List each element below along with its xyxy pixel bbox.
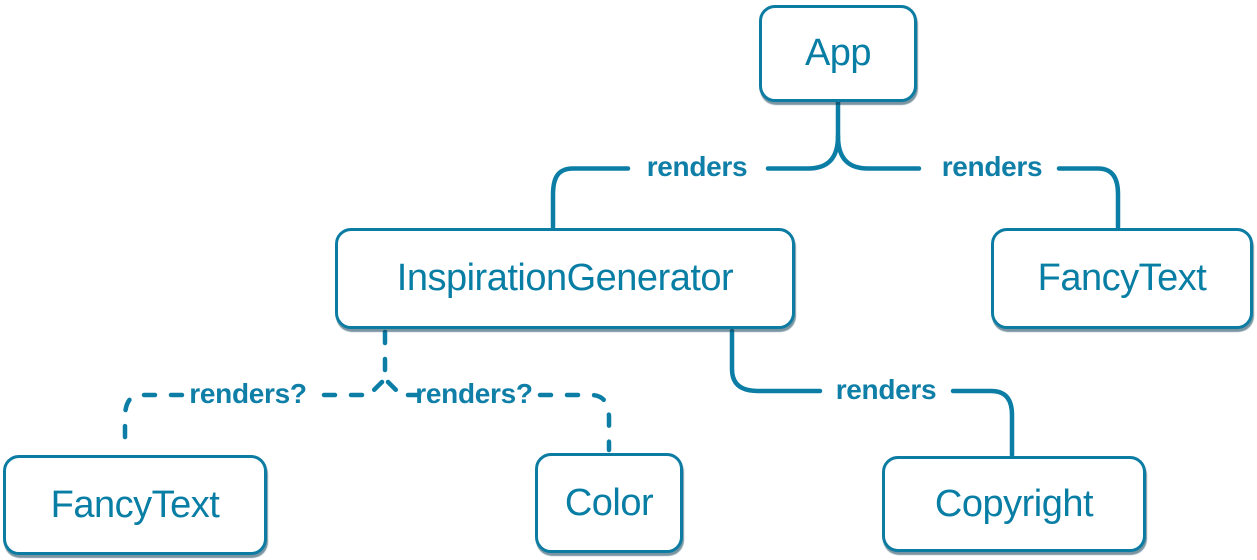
edge-app-to-inspiration-generator-line-b xyxy=(550,166,631,230)
edge-app-to-inspiration-generator-line-a xyxy=(765,99,841,171)
node-inspiration-generator: InspirationGenerator xyxy=(335,228,795,329)
edge-inspiration-generator-to-fancy-text-line-b xyxy=(122,392,185,455)
node-fancy-text-bottom: FancyText xyxy=(3,455,267,555)
node-app: App xyxy=(759,5,917,102)
node-color: Color xyxy=(535,453,683,553)
edge-label-inspiration-generator-to-copyright: renders xyxy=(835,374,937,405)
edge-label-app-to-fancy-text: renders xyxy=(941,151,1043,182)
edge-inspiration-generator-to-color-line-b xyxy=(537,392,612,453)
edge-dashed-fork-left-diagonal-line xyxy=(367,379,385,397)
edge-label-app-to-inspiration-generator: renders xyxy=(646,151,748,182)
edge-app-to-fancy-text-line-b xyxy=(1056,166,1121,230)
edge-label-inspiration-generator-to-fancy-text: renders? xyxy=(189,378,307,409)
edge-dashed-fork-right-diagonal-line xyxy=(385,379,403,397)
edge-inspiration-generator-to-copyright-line-a xyxy=(729,328,823,394)
edge-label-inspiration-generator-to-color: renders? xyxy=(415,378,533,409)
edge-app-to-fancy-text-line-a xyxy=(835,133,922,171)
edge-inspiration-generator-to-copyright-line-b xyxy=(950,388,1015,458)
node-copyright: Copyright xyxy=(882,456,1146,552)
node-fancy-text-top: FancyText xyxy=(991,228,1253,329)
